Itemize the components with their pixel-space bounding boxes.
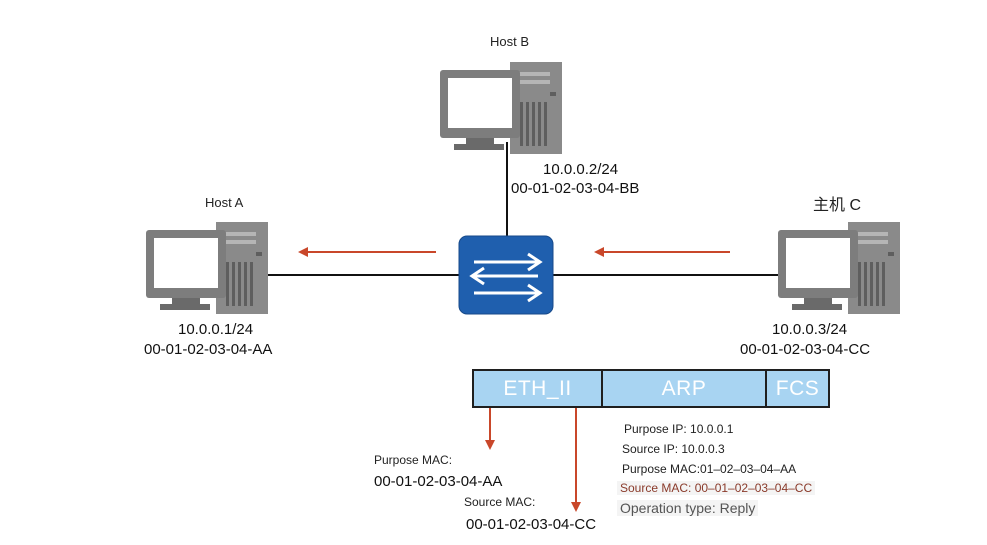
frame-arp: ARP bbox=[601, 369, 767, 408]
host-a-ip: 10.0.0.1/24 bbox=[178, 321, 254, 338]
arp-source-ip: Source IP: 10.0.0.3 bbox=[622, 442, 725, 456]
switch-icon bbox=[458, 235, 554, 315]
arp-purpose-ip: Purpose IP: 10.0.0.1 bbox=[624, 422, 734, 436]
host-a-name: Host A bbox=[205, 195, 244, 210]
host-c-ip: 10.0.0.3/24 bbox=[772, 321, 848, 338]
purpose-mac-value: 00-01-02-03-04-AA bbox=[374, 473, 503, 490]
source-mac-label: Source MAC: bbox=[464, 495, 536, 509]
arp-source-mac: Source MAC: 00–01–02–03–04–CC bbox=[617, 481, 816, 495]
arp-operation-type: Operation type: Reply bbox=[617, 500, 759, 516]
computer-icon-host-b bbox=[440, 62, 562, 154]
host-b-name: Host B bbox=[490, 34, 530, 49]
computer-icon-host-c bbox=[778, 222, 900, 314]
frame-fcs: FCS bbox=[765, 369, 830, 408]
host-c-mac: 00-01-02-03-04-CC bbox=[740, 341, 871, 358]
frame-eth-ii: ETH_II bbox=[472, 369, 603, 408]
host-a-mac: 00-01-02-03-04-AA bbox=[144, 341, 273, 358]
host-c-name: 主机 C bbox=[813, 197, 862, 214]
computer-icon-host-a bbox=[146, 222, 268, 314]
host-b-mac: 00-01-02-03-04-BB bbox=[511, 180, 640, 197]
source-mac-value: 00-01-02-03-04-CC bbox=[466, 516, 597, 533]
host-b-ip: 10.0.0.2/24 bbox=[543, 161, 619, 178]
arp-purpose-mac: Purpose MAC:01–02–03–04–AA bbox=[622, 462, 797, 476]
purpose-mac-label: Purpose MAC: bbox=[374, 453, 453, 467]
